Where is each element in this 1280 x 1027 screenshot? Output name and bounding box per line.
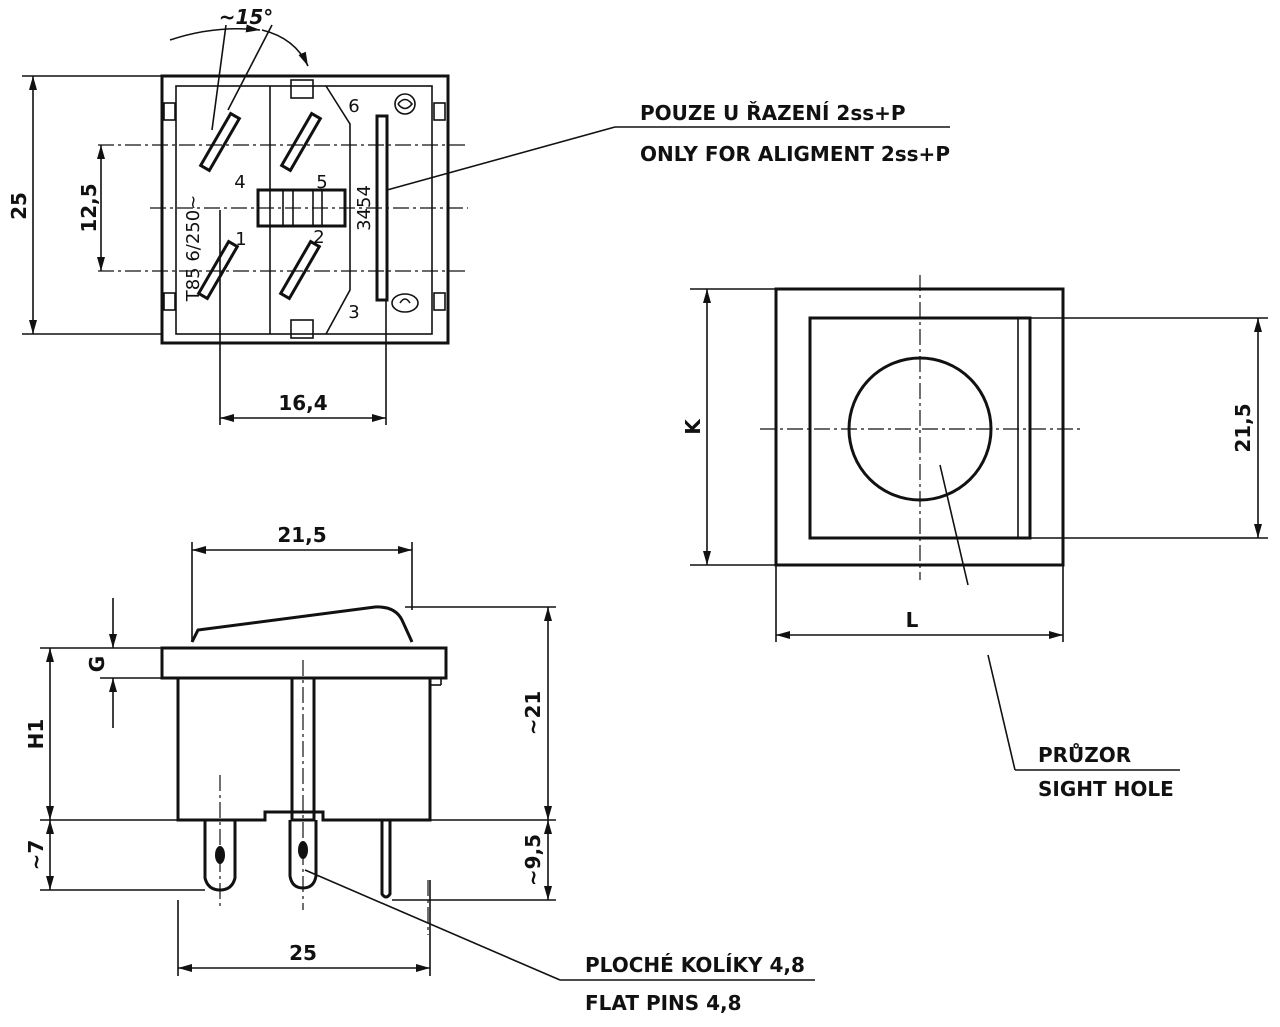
top-view-pin-5: [279, 111, 323, 173]
label-sight-hole-cz: PRŮZOR: [1038, 743, 1131, 767]
top-view-pin-1: [196, 239, 240, 301]
top-view-outer-frame: [160, 74, 450, 345]
pin-label-1: 1: [235, 229, 246, 250]
dim-side-width-25: 25: [289, 941, 317, 965]
code-marking: 3454: [354, 185, 375, 231]
pin-label-6: 6: [348, 96, 359, 117]
side-view: 21,5 G H1 ~7 ~21 ~9,5 25 PLOCHÉ KOLÍKY 4…: [24, 523, 815, 1015]
dim-top-height-25: 25: [7, 192, 31, 220]
side-view-flange: [160, 646, 448, 680]
dim-side-21: ~21: [521, 691, 545, 736]
dim-front-L: L: [906, 608, 919, 632]
manufacturer-logo-icon: [394, 93, 416, 115]
label-sight-hole-en: SIGHT HOLE: [1038, 777, 1174, 801]
side-view-center-pin-shaft: [290, 676, 316, 822]
dim-side-7: ~7: [24, 840, 48, 871]
note-only-for-cz: POUZE U ŘAZENÍ 2ss+P: [640, 101, 906, 125]
pin-label-3: 3: [348, 302, 359, 323]
top-view-inner-frame: [175, 85, 433, 335]
top-view-pin-2: [278, 239, 322, 301]
top-view: 4 5 1 2 3 6 T85 6/250~ 3454 25 12,5 16,4…: [7, 5, 950, 425]
dim-side-9-5: ~9,5: [521, 834, 545, 886]
side-view-right-pin: [380, 820, 392, 899]
dim-front-21-5: 21,5: [1231, 403, 1255, 452]
dim-top-angle: ~15°: [219, 5, 274, 29]
dim-front-K: K: [681, 418, 705, 435]
label-flat-pins-cz: PLOCHÉ KOLÍKY 4,8: [585, 953, 805, 977]
dim-side-G: G: [85, 656, 109, 672]
label-flat-pins-en: FLAT PINS 4,8: [585, 991, 742, 1015]
pin-label-4: 4: [234, 172, 245, 193]
dim-side-width-21-5: 21,5: [277, 523, 326, 547]
pin-label-2: 2: [313, 227, 324, 248]
side-view-body: [176, 678, 432, 822]
front-view: K L 21,5 PRŮZOR SIGHT HOLE: [681, 275, 1268, 801]
note-only-for-en: ONLY FOR ALIGMENT 2ss+P: [640, 142, 950, 166]
approval-mark-icon: [391, 293, 419, 313]
pin-label-5: 5: [316, 172, 327, 193]
top-view-pin-4: [198, 111, 242, 173]
dim-top-width-16-4: 16,4: [278, 391, 327, 415]
rating-marking: T85 6/250~: [183, 195, 204, 303]
side-view-rocker: [190, 605, 414, 643]
dim-top-height-12-5: 12,5: [77, 183, 101, 232]
dim-side-H1: H1: [24, 719, 48, 750]
